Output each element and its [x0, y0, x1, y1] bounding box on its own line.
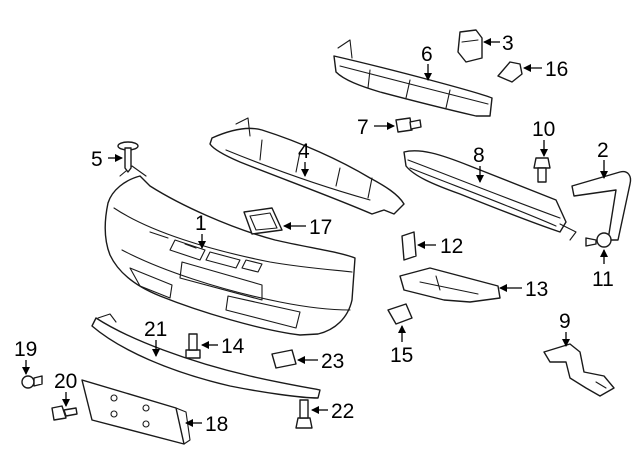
callout-4: 4 [298, 140, 310, 163]
reflector-17 [243, 207, 283, 235]
callout-5: 5 [91, 148, 103, 171]
callout-7: 7 [357, 116, 369, 139]
nut-15 [387, 303, 413, 325]
push-pin-5 [117, 141, 139, 173]
callout-17: 17 [309, 216, 332, 239]
callout-8: 8 [473, 144, 485, 167]
screw-19 [21, 375, 43, 389]
clip-12 [401, 231, 417, 261]
screw-20 [51, 405, 78, 421]
callout-20: 20 [54, 370, 77, 393]
callout-6: 6 [421, 43, 433, 66]
callout-1: 1 [195, 212, 207, 235]
bolt-10 [533, 157, 551, 183]
callout-19: 19 [14, 338, 37, 361]
bracket-right [571, 170, 632, 241]
leader-lines [22, 38, 608, 427]
bolt-22 [295, 399, 313, 429]
callout-11: 11 [592, 268, 614, 291]
callout-13: 13 [525, 278, 548, 301]
callout-18: 18 [205, 413, 228, 436]
energy-absorber [209, 117, 405, 215]
callout-labels: 1 2 3 4 5 6 7 8 9 10 11 12 13 14 15 16 1… [14, 32, 614, 436]
nut-23 [271, 349, 297, 369]
callout-23: 23 [321, 350, 344, 373]
callout-15: 15 [390, 344, 413, 367]
callout-10: 10 [532, 118, 555, 141]
upper-reinforcement [333, 39, 493, 117]
impact-bar [403, 150, 577, 241]
bolt-7 [395, 117, 422, 133]
bolt-11 [585, 232, 612, 248]
deflector-21 [91, 313, 321, 399]
bumper-cover [104, 165, 356, 336]
bracket-9 [543, 343, 615, 397]
callout-14: 14 [221, 335, 245, 358]
callout-21: 21 [144, 318, 167, 341]
callout-16: 16 [545, 58, 568, 81]
bolt-14 [185, 333, 201, 359]
bracket-13 [399, 267, 501, 303]
callout-3: 3 [502, 32, 514, 55]
license-bracket-18 [81, 379, 191, 445]
clip-3 [457, 29, 483, 63]
callout-12: 12 [440, 235, 463, 258]
callout-2: 2 [597, 139, 609, 162]
callout-9: 9 [559, 310, 571, 333]
clip-16 [497, 61, 523, 83]
callout-22: 22 [331, 400, 354, 423]
